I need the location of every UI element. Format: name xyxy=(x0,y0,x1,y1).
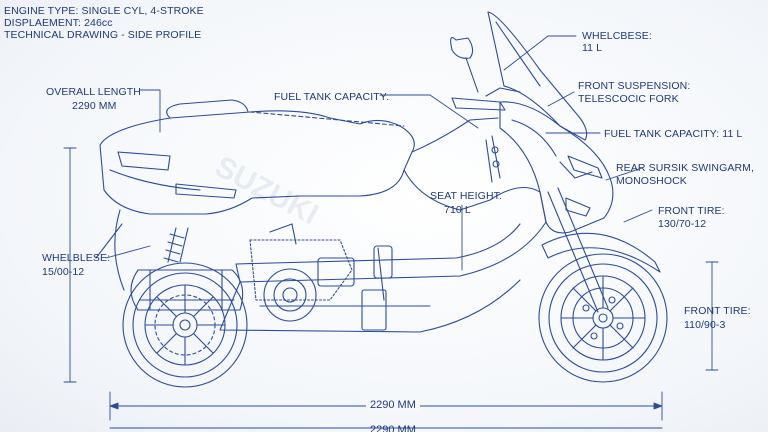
overall-length-value: 2290 MM xyxy=(72,100,117,112)
engine-type-label: ENGINE TYPE: SINGLE CYL, 4-STROKE xyxy=(4,5,204,17)
overall-length-title: OVERALL LENGTH xyxy=(46,86,141,98)
fuel-tank-title-right: FUEL TANK CAPACITY: 11 L xyxy=(604,128,743,140)
rear-fender xyxy=(95,209,125,291)
engine-assembly xyxy=(163,223,393,331)
seat-height-value: 710 L xyxy=(444,204,471,216)
wheelbase-left-value: 15/00-12 xyxy=(42,266,85,278)
muffler xyxy=(130,269,244,311)
fuel-tank-title-left: FUEL TANK CAPACITY: xyxy=(274,91,390,103)
leader-lines xyxy=(105,35,653,271)
drawing-title-label: TECHNICAL DRAWING - SIDE PROFILE xyxy=(4,29,202,41)
wheelbase-left-title: WHELBLESE: xyxy=(42,252,111,264)
wheelbase-top-value: 11 L xyxy=(582,42,603,54)
handlebar-assembly xyxy=(450,11,588,141)
front-tire-lower-title: FRONT TIRE: xyxy=(684,305,751,317)
overall-length-dimension: 2290 MM xyxy=(366,399,420,411)
dimension-lines xyxy=(63,147,719,429)
front-cowl xyxy=(485,101,614,234)
secondary-length-dimension: 2290 MM xyxy=(370,424,416,432)
rear-wheel xyxy=(122,262,248,388)
front-tire-upper-value: 130/70-12 xyxy=(658,218,707,230)
rear-suspension-title: REAR SURSIK SWINGARM, xyxy=(616,162,755,174)
front-suspension-value: TELESCOCIC FORK xyxy=(578,93,679,105)
seat-height-title: SEAT HEIGHT: xyxy=(430,190,502,202)
front-wheel xyxy=(538,253,668,383)
displacement-label: DISPLAEMENT: 246cc xyxy=(4,17,113,29)
front-tire-upper-title: FRONT TIRE: xyxy=(658,205,725,217)
wheelbase-top-title: WHELCBESE: xyxy=(582,30,652,42)
front-suspension-title: FRONT SUSPENSION: xyxy=(578,80,691,92)
scooter-body xyxy=(99,99,547,333)
front-tire-lower-value: 110/90-3 xyxy=(684,319,726,331)
rear-suspension-value: MONOSHOCK xyxy=(616,175,687,187)
